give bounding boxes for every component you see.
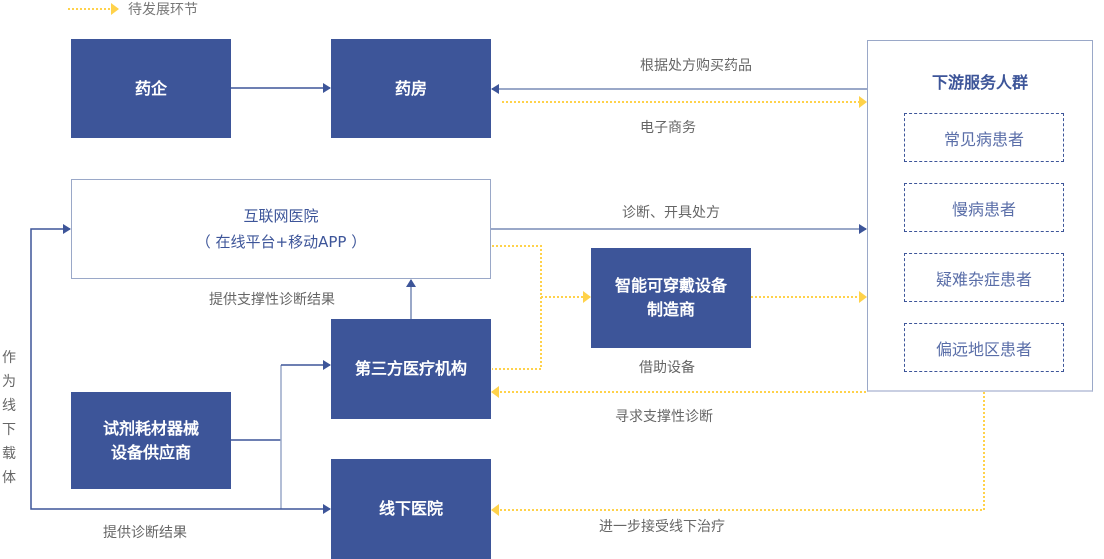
node-label-line1: 试剂耗材器械: [102, 418, 199, 438]
node-label-line2: 制造商: [646, 300, 695, 319]
label-ecommerce: 电子商务: [640, 120, 696, 136]
node-label: 第三方医疗机构: [354, 359, 467, 378]
node-wearable-maker[interactable]: 智能可穿戴设备 制造商: [591, 248, 751, 348]
node-label-line1: 智能可穿戴设备: [614, 276, 727, 295]
group-remote[interactable]: 偏远地区患者: [904, 323, 1064, 372]
label-buy-by-prescription: 根据处方购买药品: [640, 58, 752, 74]
label-diagnose-prescribe: 诊断、开具处方: [622, 205, 720, 221]
node-pharmacy[interactable]: 药房: [331, 39, 491, 138]
node-internet-hospital[interactable]: 互联网医院 （ 在线平台+移动APP ）: [71, 179, 491, 279]
node-label-line2: （ 在线平台+移动APP ）: [195, 233, 367, 251]
downstream-title: 下游服务人群: [931, 73, 1028, 92]
node-supplier[interactable]: 试剂耗材器械 设备供应商: [71, 392, 231, 489]
edge-to-wearable: [492, 245, 542, 370]
node-label: 药企: [134, 78, 167, 98]
node-label-line1: 互联网医院: [243, 207, 319, 225]
node-label: 药房: [394, 78, 427, 98]
downstream-panel[interactable]: 下游服务人群 常见病患者 慢病患者 疑难杂症患者 偏远地区患者: [867, 40, 1093, 392]
label-further-offline-treatment: 进一步接受线下治疗: [599, 519, 725, 535]
label-offline-carrier: 作 为 线 下 载 体: [0, 346, 18, 490]
legend: 待发展环节: [68, 0, 198, 18]
carrier-char: 线: [2, 398, 16, 414]
edge-offline-carrier-loop: [30, 224, 281, 510]
label-provide-diagnosis-result: 提供诊断结果: [103, 525, 187, 541]
label-borrow-device: 借助设备: [639, 360, 695, 376]
label-support-diagnosis-result: 提供支撑性诊断结果: [209, 292, 335, 308]
node-pharma-company[interactable]: 药企: [71, 39, 231, 138]
node-label: 线下医院: [378, 499, 443, 518]
label-seek-support-diagnosis: 寻求支撑性诊断: [615, 409, 713, 425]
edge-further-treatment: [491, 392, 985, 516]
node-label-line2: 设备供应商: [110, 442, 191, 462]
group-common[interactable]: 常见病患者: [904, 113, 1064, 162]
carrier-char: 体: [2, 470, 16, 486]
node-offline-hospital[interactable]: 线下医院: [331, 459, 491, 559]
legend-label: 待发展环节: [128, 2, 198, 18]
carrier-char: 为: [2, 374, 16, 390]
carrier-char: 下: [2, 422, 16, 438]
group-complex[interactable]: 疑难杂症患者: [904, 253, 1064, 302]
node-third-party[interactable]: 第三方医疗机构: [331, 319, 491, 419]
carrier-char: 载: [2, 446, 16, 462]
group-chronic[interactable]: 慢病患者: [904, 183, 1064, 232]
carrier-char: 作: [2, 350, 16, 366]
